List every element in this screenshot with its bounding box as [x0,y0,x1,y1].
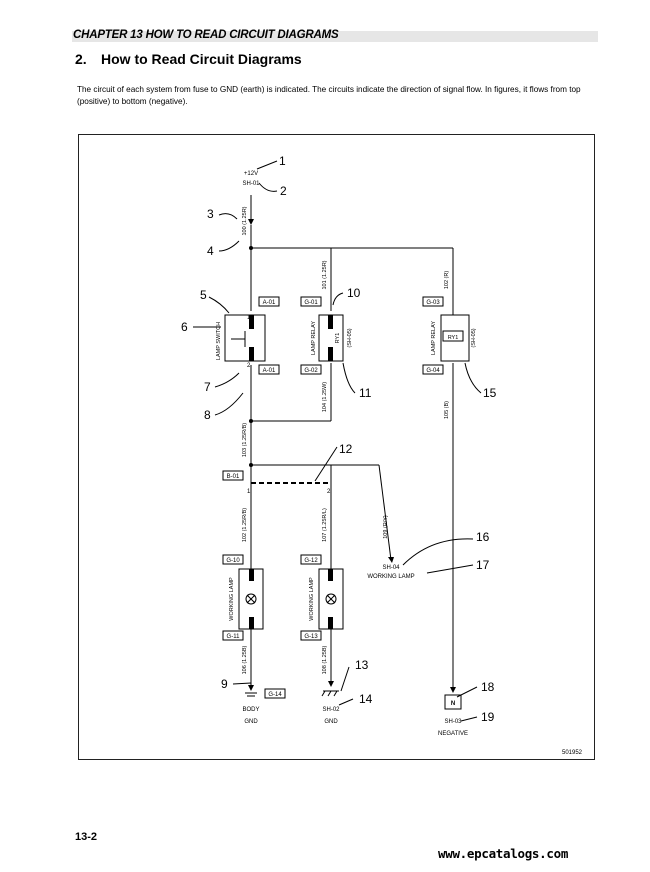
chapter-header-bar [72,31,598,42]
working-lamp-2-label: WORKING LAMP [309,577,315,621]
svg-text:16: 16 [476,530,490,544]
relay-1-ry1: RY1 [335,333,341,344]
lamp-relay-2-label: LAMP RELAY [431,321,437,355]
relay-1-ref: (SH-05) [347,328,353,347]
pin-label: 2 [247,363,251,369]
svg-text:109 (R/Y): 109 (R/Y) [383,515,389,539]
svg-text:104 (1.25W): 104 (1.25W) [322,382,328,412]
svg-text:5: 5 [200,288,207,302]
svg-text:G-13: G-13 [304,634,318,640]
page-number: 13-2 [75,831,98,843]
svg-text:4: 4 [207,244,214,258]
svg-text:G-12: G-12 [304,558,318,564]
chassis-ground-symbol [321,690,339,697]
svg-text:105 (B): 105 (B) [444,401,450,419]
body-gnd-text-2: GND [244,719,258,725]
circuit-diagram-svg: LAMP SWITCH 2 LAMP RELAY RY1 (SH-05) RY1… [181,154,583,756]
svg-text:8: 8 [204,408,211,422]
svg-text:11: 11 [359,386,372,400]
figure-id: 501952 [562,750,583,756]
svg-text:13: 13 [355,658,369,672]
svg-text:B-01: B-01 [227,474,240,480]
svg-text:17: 17 [476,558,490,572]
svg-text:9: 9 [221,677,228,691]
svg-text:G-10: G-10 [226,558,240,564]
svg-text:103 (1.25R/B): 103 (1.25R/B) [242,423,248,457]
svg-text:15: 15 [483,386,497,400]
negative-box [444,694,462,710]
svg-text:12: 12 [339,442,353,456]
svg-text:G-14: G-14 [268,692,282,698]
wire-labels: 100 (1.25R) 101 (1.25R) 102 (R) 103 (1.2… [242,206,450,674]
chapter-header: CHAPTER 13 HOW TO READ CIRCUIT DIAGRAMS [73,29,339,41]
svg-text:18: 18 [481,680,495,694]
svg-text:101 (1.25R): 101 (1.25R) [322,260,328,289]
callout-numbers: 1 2 3 4 5 6 7 8 9 10 11 12 13 14 15 16 1… [181,154,497,724]
svg-text:102 (R): 102 (R) [444,271,450,290]
svg-text:19: 19 [481,710,495,724]
supply-voltage: +12V [244,171,258,177]
circuit-diagram: LAMP SWITCH 2 LAMP RELAY RY1 (SH-05) RY1… [78,134,595,760]
svg-text:107 (1.25R/L): 107 (1.25R/L) [322,508,328,542]
relay-2-ref: (SH-05) [471,328,477,347]
svg-text:108 (1.25B): 108 (1.25B) [322,645,328,674]
pin-label: 1 [247,315,251,321]
svg-text:G-11: G-11 [227,634,241,640]
svg-text:6: 6 [181,320,188,334]
intro-paragraph: The circuit of each system from fuse to … [77,85,581,106]
negative-label: NEGATIVE [438,731,468,737]
svg-text:102 (1.25R/B): 102 (1.25R/B) [242,508,248,542]
working-lamp-1-label: WORKING LAMP [229,577,235,621]
svg-text:1: 1 [279,154,286,168]
svg-text:14: 14 [359,692,373,706]
footer-url-link[interactable]: www.epcatalogs.com [438,846,569,861]
ground-symbol [245,692,257,697]
relay-2-ry1: RY1 [448,335,459,341]
section-title-text: How to Read Circuit Diagrams [101,51,302,67]
section-number: 2. [75,51,87,67]
connector-labels: A-01 A-01 G-01 G-02 G-03 G-04 B-01 G-10 … [222,296,444,699]
callout-leaders [193,160,482,722]
gnd-label: GND [324,719,338,725]
svg-text:106 (1.25B): 106 (1.25B) [242,645,248,674]
negative-symbol: N [451,701,455,707]
svg-text:7: 7 [204,380,211,394]
sh03-label: SH-03 [444,719,462,725]
section-title: 2. How to Read Circuit Diagrams [75,51,302,67]
body-gnd-text: BODY [242,707,259,713]
svg-text:2: 2 [280,184,287,198]
svg-text:G-04: G-04 [426,368,440,374]
sh02-label: SH-02 [322,707,340,713]
svg-text:G-03: G-03 [426,300,440,306]
supply-sheet: SH-01 [242,181,260,187]
pin-label: 2 [327,489,331,495]
sheet-sh04-label: WORKING LAMP [367,574,414,580]
svg-text:G-01: G-01 [304,300,318,306]
svg-text:3: 3 [207,207,214,221]
svg-text:A-01: A-01 [263,300,276,306]
svg-text:10: 10 [347,286,361,300]
lamp-relay-1-label: LAMP RELAY [311,321,317,355]
lamp-switch-label: LAMP SWITCH [216,322,222,360]
sheet-sh04: SH-04 [382,565,400,571]
pin-label: 1 [247,489,251,495]
svg-text:A-01: A-01 [263,368,276,374]
svg-text:G-02: G-02 [304,368,318,374]
svg-text:100 (1.25R): 100 (1.25R) [242,206,248,235]
